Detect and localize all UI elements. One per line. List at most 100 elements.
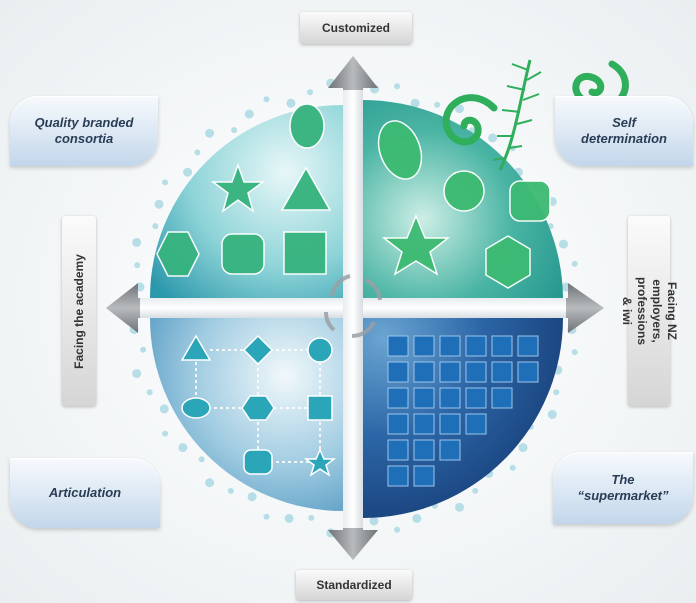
grid-square <box>491 361 513 383</box>
flow-star <box>303 448 337 477</box>
perimeter-dot <box>369 516 379 526</box>
perimeter-dot <box>308 514 315 521</box>
perimeter-dot <box>394 83 401 90</box>
flow-oval <box>181 397 211 419</box>
perimeter-dot <box>455 502 464 512</box>
axis-label-right: Facing NZ employers, professions & iwi <box>620 216 679 406</box>
triangle-shape <box>280 166 332 211</box>
green-hexagon-shape <box>485 235 531 289</box>
perimeter-dot <box>571 349 578 356</box>
perimeter-dot <box>146 389 153 396</box>
perimeter-dot <box>183 167 193 177</box>
flow-diamond <box>242 334 274 366</box>
grid-square <box>413 413 435 435</box>
top-left-shapes <box>156 103 332 277</box>
grid-square <box>439 361 461 383</box>
grid-square <box>465 387 487 409</box>
axis-label-right-text: Facing NZ employers, professions & iwi <box>620 276 680 346</box>
green-oval-shape <box>377 120 423 180</box>
square-shape <box>283 231 327 275</box>
quadrant-label-bottom-left: Articulation <box>10 458 160 528</box>
perimeter-dot <box>509 464 516 471</box>
perimeter-dot <box>231 127 238 134</box>
grid-square <box>439 387 461 409</box>
vertical-divider <box>343 90 363 528</box>
green-rounded-square-shape <box>509 180 551 222</box>
perimeter-dot <box>198 456 205 463</box>
perimeter-dot <box>284 514 294 523</box>
grid-square <box>491 387 513 409</box>
perimeter-dot <box>162 179 169 186</box>
grid-square <box>387 387 409 409</box>
grid-square <box>439 439 461 461</box>
grid-square <box>413 465 435 487</box>
grid-square <box>413 439 435 461</box>
perimeter-dot <box>472 487 479 494</box>
grid-square <box>465 413 487 435</box>
perimeter-dot <box>134 262 141 269</box>
oval-shape <box>289 103 325 149</box>
perimeter-dot <box>455 104 464 114</box>
grid-square <box>413 335 435 357</box>
perimeter-dot <box>410 98 420 108</box>
quadrant-label-top-left: Quality branded consortia <box>10 96 158 166</box>
perimeter-dot <box>286 98 296 108</box>
quadrant-label-bottom-right: The “supermarket” <box>553 452 693 524</box>
perimeter-dot <box>571 260 578 267</box>
green-star-shape <box>381 214 451 276</box>
perimeter-dot <box>488 133 498 143</box>
green-circle-shape <box>443 170 485 212</box>
top-right-shapes <box>377 120 551 289</box>
perimeter-dot <box>159 404 169 414</box>
perimeter-dot <box>518 443 528 453</box>
perimeter-dot <box>553 389 560 396</box>
grid-square <box>465 361 487 383</box>
star-shape <box>210 162 266 213</box>
grid-square <box>491 335 513 357</box>
bottom-left-flow <box>180 334 337 477</box>
perimeter-dot <box>394 526 401 533</box>
perimeter-dot <box>178 443 188 453</box>
perimeter-dot <box>132 369 142 379</box>
grid-square <box>465 335 487 357</box>
grid-square <box>387 335 409 357</box>
axis-label-left-text: Facing the academy <box>71 253 86 369</box>
perimeter-dot <box>412 514 422 523</box>
flow-hexagon <box>241 395 275 421</box>
recycle-arrows-icon <box>323 274 382 339</box>
grid-square <box>413 361 435 383</box>
perimeter-dot <box>194 149 201 156</box>
flow-circle <box>307 337 333 363</box>
perimeter-dot <box>263 96 270 103</box>
perimeter-dot <box>227 487 234 494</box>
perimeter-dot <box>205 128 215 138</box>
supermarket-grid <box>387 335 539 487</box>
perimeter-dot <box>154 199 164 209</box>
fern-frond-icon <box>492 59 542 171</box>
grid-square <box>439 413 461 435</box>
grid-square <box>517 335 539 357</box>
perimeter-dot <box>162 430 169 437</box>
perimeter-dot <box>132 237 142 247</box>
perimeter-dot <box>140 346 147 353</box>
grid-square <box>517 361 539 383</box>
grid-square <box>387 413 409 435</box>
rounded-square-shape <box>221 233 265 275</box>
hexagon-shape <box>156 231 200 277</box>
koru-spiral-icon <box>442 60 629 146</box>
perimeter-dot <box>434 101 441 108</box>
flow-square <box>307 395 333 421</box>
flow-triangle <box>180 334 212 361</box>
axis-label-left: Facing the academy <box>62 216 96 406</box>
perimeter-dot <box>205 478 215 488</box>
grid-square <box>387 465 409 487</box>
grid-square <box>387 439 409 461</box>
perimeter-dot <box>247 492 257 502</box>
perimeter-dot <box>547 410 557 419</box>
perimeter-dot <box>559 239 568 249</box>
perimeter-dot <box>244 109 254 119</box>
perimeter-dot <box>307 89 314 96</box>
grid-square <box>387 361 409 383</box>
flow-rounded-square <box>243 449 273 475</box>
